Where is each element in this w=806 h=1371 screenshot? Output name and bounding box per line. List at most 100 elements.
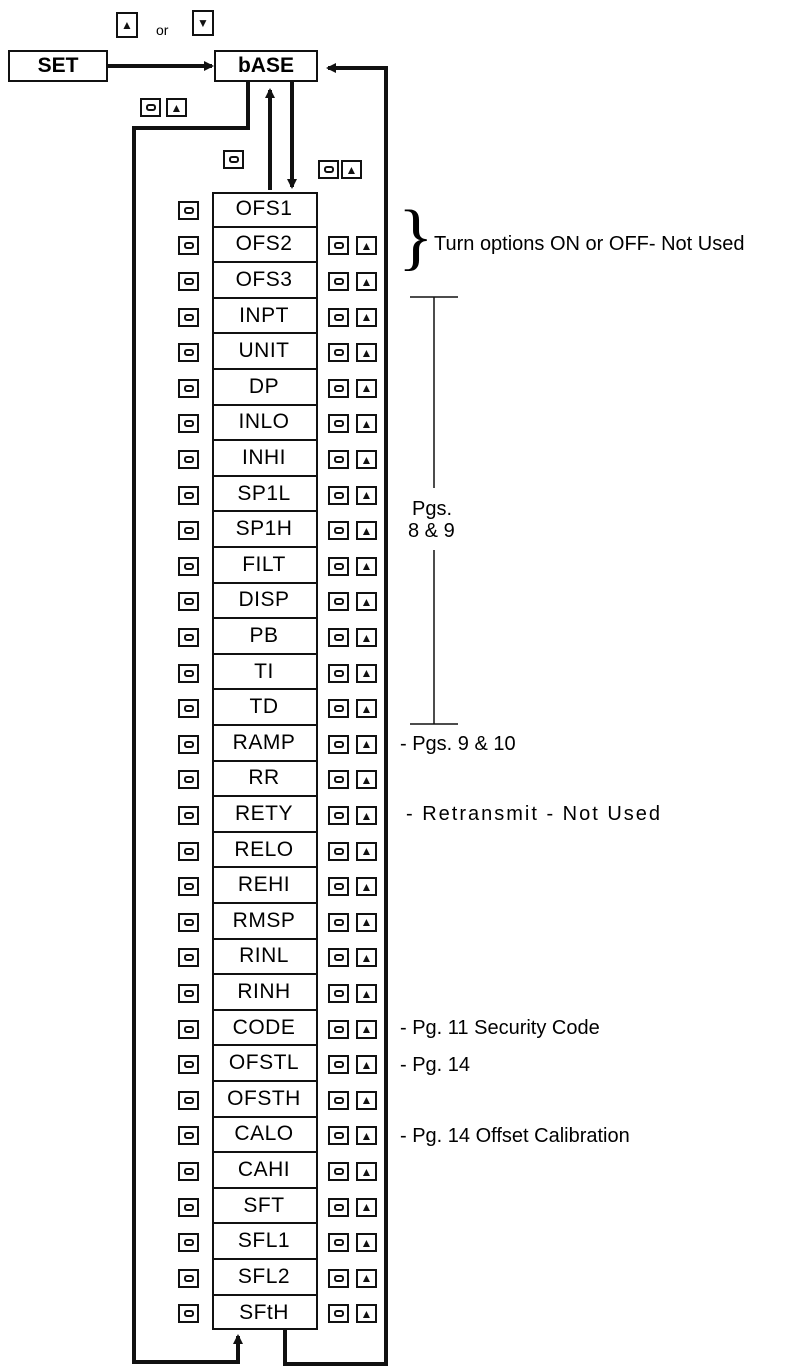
cycle-key-icon	[178, 236, 199, 256]
up-arrow-key-icon: ▲	[356, 1019, 377, 1039]
menu-item: FILT	[212, 548, 316, 584]
menu-item: INLO	[212, 406, 316, 442]
cycle-key-icon	[328, 1055, 349, 1075]
up-arrow-key-icon: ▲	[356, 592, 377, 612]
set-box: SET	[8, 50, 108, 82]
cycle-key-icon	[328, 1019, 349, 1039]
up-arrow-key-icon: ▲	[356, 841, 377, 861]
up-arrow-key-icon: ▲	[356, 307, 377, 327]
cycle-key-icon	[178, 200, 199, 220]
cycle-key-icon	[328, 592, 349, 612]
cycle-key-icon	[178, 734, 199, 754]
cycle-key-icon	[178, 663, 199, 683]
cycle-key-icon	[178, 1090, 199, 1110]
cycle-key-icon	[328, 948, 349, 968]
cycle-key-icon	[178, 1304, 199, 1324]
menu-item: OFS1	[212, 192, 316, 228]
up-arrow-key-icon: ▲	[356, 236, 377, 256]
menu-item: SFtH	[239, 1301, 289, 1325]
ofstl-note: - Pg. 14	[400, 1054, 471, 1076]
menu-item: RINH	[212, 975, 316, 1011]
up-arrow-key-icon: ▲	[341, 160, 362, 179]
up-arrow-key-icon: ▲	[356, 450, 377, 469]
cycle-key-icon	[328, 521, 349, 541]
cycle-key-icon	[178, 1233, 199, 1253]
cycle-key-icon	[328, 556, 349, 576]
ofs-curly-brace: }	[398, 196, 434, 278]
cycle-key-icon	[140, 98, 161, 117]
menu-item: OFS2	[212, 228, 316, 264]
cycle-key-icon	[328, 699, 349, 719]
up-arrow-key-icon: ▲	[356, 521, 377, 541]
menu-item: TD	[212, 690, 316, 726]
up-arrow-key-icon: ▲	[356, 699, 377, 719]
cycle-key-icon	[178, 877, 199, 897]
left-return-loop	[132, 82, 250, 1364]
up-arrow-key-icon: ▲	[356, 272, 377, 291]
cycle-key-icon	[178, 984, 199, 1003]
menu-item: CODE	[212, 1011, 316, 1047]
cycle-key-icon	[328, 307, 349, 327]
menu-item: REHI	[212, 868, 316, 904]
up-arrow-key-icon: ▲	[116, 12, 138, 38]
up-arrow-key-icon: ▲	[356, 1304, 377, 1324]
menu-item: RETY	[212, 797, 316, 833]
cycle-key-icon	[328, 1233, 349, 1253]
cycle-key-icon	[328, 1162, 349, 1181]
ramp-note: - Pgs. 9 & 10	[400, 733, 516, 755]
menu-item: CAHI	[212, 1153, 316, 1189]
right-return-loop	[283, 63, 388, 1366]
menu-item: RELO	[212, 833, 316, 869]
cycle-key-icon	[178, 806, 199, 825]
up-arrow-key-icon: ▲	[356, 343, 377, 363]
up-arrow-key-icon: ▲	[356, 1197, 377, 1217]
menu-item: PB	[212, 619, 316, 655]
up-arrow-key-icon: ▲	[356, 663, 377, 683]
cycle-key-icon	[178, 556, 199, 576]
cycle-key-icon	[328, 984, 349, 1003]
up-arrow-key-icon: ▲	[166, 98, 187, 117]
cycle-key-icon	[178, 1162, 199, 1181]
cycle-key-icon	[178, 912, 199, 932]
up-arrow-key-icon: ▲	[356, 984, 377, 1003]
cycle-key-icon	[328, 378, 349, 398]
menu-item: DP	[212, 370, 316, 406]
or-label: or	[156, 22, 169, 38]
cycle-key-icon	[178, 1019, 199, 1039]
menu-item: INHI	[212, 441, 316, 477]
base-box: bASE	[214, 50, 318, 82]
up-arrow-key-icon: ▲	[356, 806, 377, 825]
up-arrow-key-icon: ▲	[356, 1268, 377, 1288]
cycle-key-icon	[328, 343, 349, 363]
up-arrow-key-icon: ▲	[356, 770, 377, 790]
menu-item: SP1H	[212, 512, 316, 548]
menu-item: RINL	[212, 940, 316, 976]
up-arrow-key-icon: ▲	[356, 948, 377, 968]
cycle-key-icon	[178, 1055, 199, 1075]
menu-item: OFSTH	[212, 1082, 316, 1118]
cycle-key-icon	[178, 841, 199, 861]
up-arrow-key-icon: ▲	[356, 1233, 377, 1253]
menu-item: RMSP	[212, 904, 316, 940]
menu-item: INPT	[212, 299, 316, 335]
menu-item: SFL2	[212, 1260, 316, 1296]
menu-item: OFSTL	[212, 1046, 316, 1082]
up-arrow-key-icon: ▲	[356, 877, 377, 897]
cycle-key-icon	[328, 485, 349, 505]
cycle-key-icon	[328, 734, 349, 754]
menu-item: CALO	[212, 1118, 316, 1154]
cycle-key-icon	[178, 948, 199, 968]
up-arrow-key-icon: ▲	[356, 1090, 377, 1110]
cycle-key-icon	[328, 841, 349, 861]
cycle-key-icon	[178, 1126, 199, 1146]
cycle-key-icon	[178, 699, 199, 719]
menu-item: RAMP	[212, 726, 316, 762]
cycle-key-icon	[178, 1197, 199, 1217]
code-note: - Pg. 11 Security Code	[400, 1017, 600, 1039]
cycle-key-icon	[328, 414, 349, 434]
cycle-key-icon	[328, 663, 349, 683]
menu-item: SFL1	[212, 1224, 316, 1260]
up-arrow-key-icon: ▲	[356, 628, 377, 647]
menu-item: RR	[212, 762, 316, 798]
